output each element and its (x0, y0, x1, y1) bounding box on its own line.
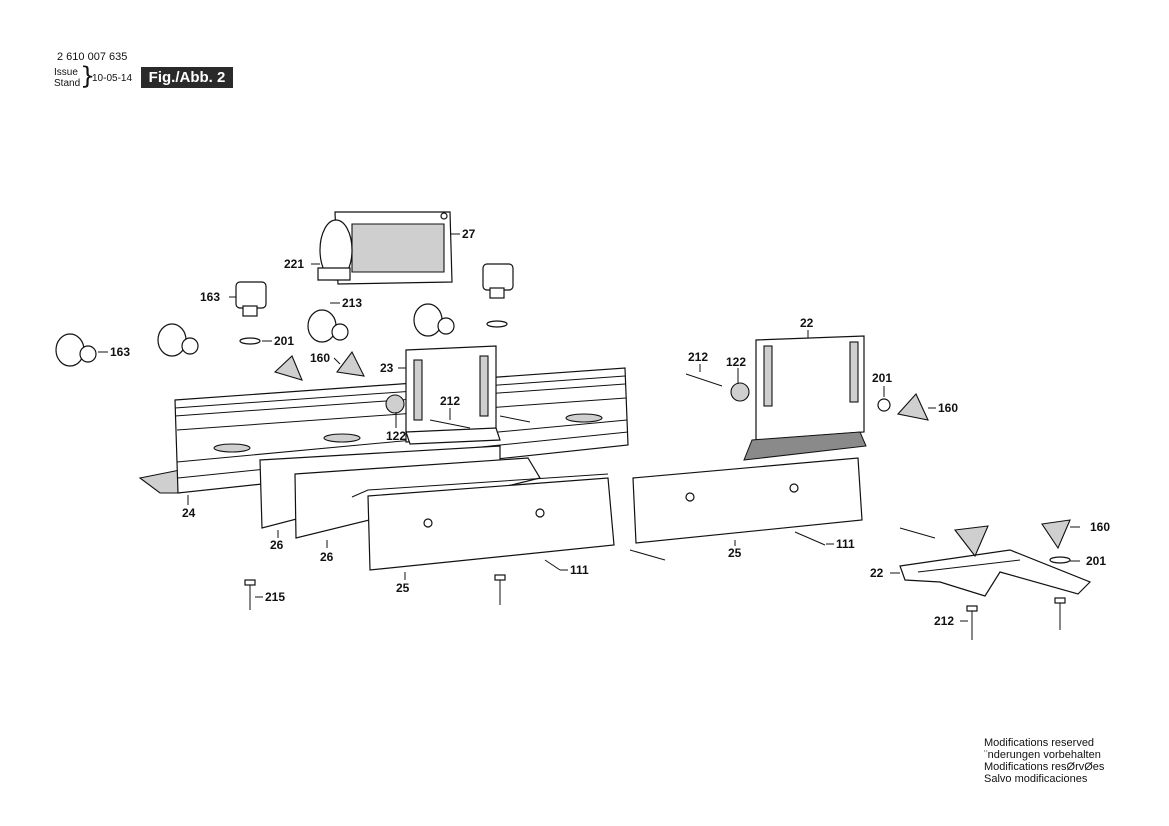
brace-icon: } (80, 62, 96, 90)
screw-212-bottom (966, 597, 1066, 640)
callout-26-front: 26 (320, 550, 334, 564)
callout-212-right: 212 (688, 350, 708, 364)
figure-label: Fig./Abb. 2 (141, 67, 233, 88)
star-knob-160-right (896, 393, 929, 421)
knob-163-top (235, 281, 267, 317)
callout-201-right: 201 (872, 371, 892, 385)
callout-111-left: 111 (570, 563, 589, 577)
star-knob-160-left (273, 355, 303, 381)
callout-26-rear: 26 (270, 538, 284, 552)
callout-163-left: 163 (110, 345, 130, 359)
bottom-bracket-part (899, 549, 1092, 597)
star-knob-160-bottom-right (1041, 519, 1071, 550)
nut-122-center (385, 394, 405, 414)
issue-label: Issue (54, 67, 78, 78)
bolt-111 (544, 527, 936, 571)
modifications-notice: Modifications reserved ¨nderungen vorbeh… (984, 737, 1104, 785)
callout-201-left: 201 (274, 334, 294, 348)
washer-201-left (239, 337, 261, 345)
callout-215: 215 (265, 590, 285, 604)
center-bracket-part (405, 345, 501, 445)
notice-line: Salvo modificaciones (984, 773, 1088, 785)
callout-22-top: 22 (800, 316, 814, 330)
callout-160-right: 160 (938, 401, 958, 415)
callout-27: 27 (462, 227, 476, 241)
callout-201-bottom: 201 (1086, 554, 1106, 568)
callout-22-bottom: 22 (870, 566, 884, 580)
callout-23: 23 (380, 361, 394, 375)
document-number: 2 610 007 635 (57, 51, 128, 63)
star-knob-160-center (336, 350, 365, 377)
callout-25-right: 25 (728, 546, 742, 560)
dust-port-part (317, 211, 453, 285)
washer-201-top-right (486, 320, 508, 328)
notice-line: Modifications reserved (984, 737, 1095, 749)
notice-line: ¨nderungen vorbehalten (984, 749, 1101, 761)
washer-201-right (877, 398, 891, 412)
washer-201-bottom-right (1049, 556, 1071, 564)
screw-center (494, 574, 506, 605)
callout-160-bottom: 160 (1090, 520, 1110, 534)
fence-face-left (351, 473, 615, 571)
callout-24: 24 (182, 506, 196, 520)
fence-face-right (632, 457, 863, 544)
issue-date: 10-05-14 (92, 73, 133, 84)
screw-215 (244, 579, 256, 610)
callout-25-left: 25 (396, 581, 410, 595)
nut-122-right (730, 382, 750, 402)
callout-163-top: 163 (200, 290, 220, 304)
right-bracket-top (743, 335, 867, 461)
callout-212-bottom: 212 (934, 614, 954, 628)
callout-122-center: 122 (386, 429, 406, 443)
bolt-212 (429, 373, 723, 429)
star-knob-160-bottom (953, 525, 989, 558)
knob-163-top-right (482, 263, 514, 299)
callout-213: 213 (342, 296, 362, 310)
knob-row (157, 303, 455, 357)
knob-163-left (55, 333, 97, 367)
notice-line: Modifications resØrvØes (984, 761, 1105, 773)
callout-212-center: 212 (440, 394, 460, 408)
callout-111-right: 111 (836, 537, 855, 551)
callout-221: 221 (284, 257, 304, 271)
callout-160-left: 160 (310, 351, 330, 365)
stand-label: Stand (54, 78, 81, 89)
leader-lines (98, 233, 1080, 622)
callout-122-right: 122 (726, 355, 746, 369)
